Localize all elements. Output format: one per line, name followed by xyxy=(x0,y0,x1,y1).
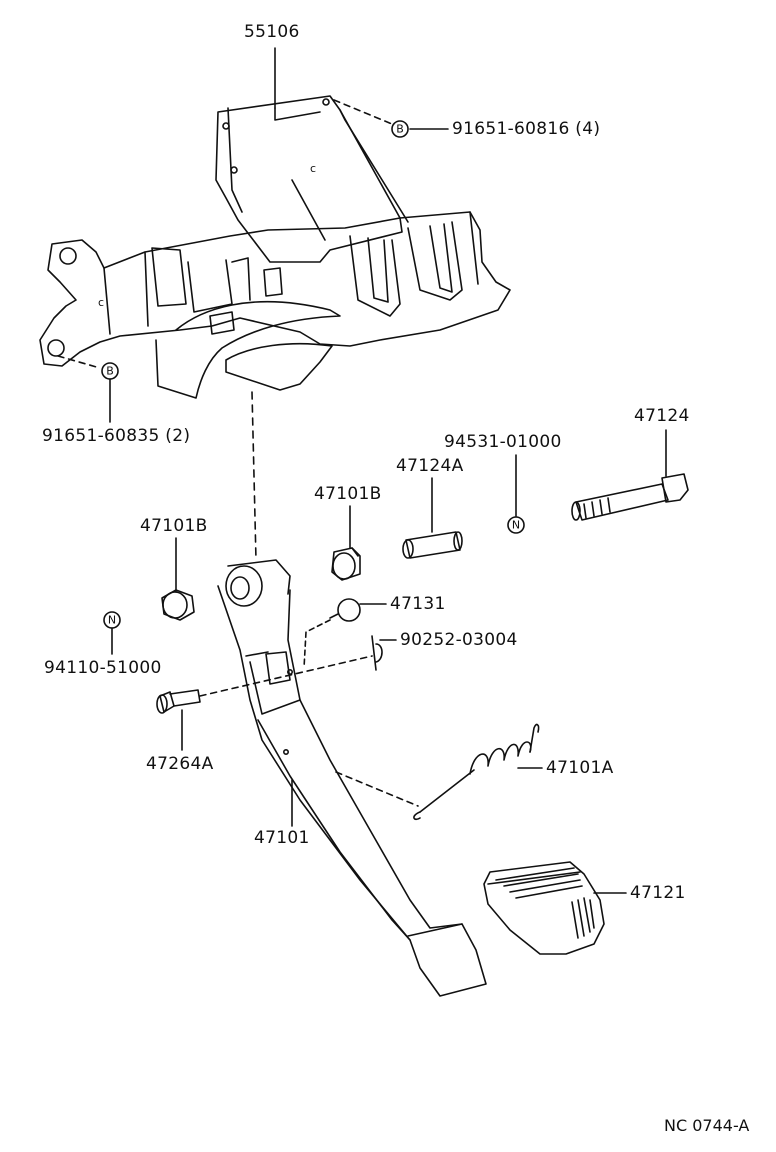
label-bolt-lower: 91651-60835 (2) xyxy=(42,426,191,446)
svg-text:c: c xyxy=(310,162,316,175)
svg-text:c: c xyxy=(98,296,104,309)
pin xyxy=(156,689,201,714)
bushing-right xyxy=(331,547,361,581)
shaft-bolt xyxy=(571,473,689,521)
label-bolt-upper: 91651-60816 (4) xyxy=(452,119,601,139)
label-spring: 47101A xyxy=(546,758,614,778)
leader-bolt-lower xyxy=(57,355,101,369)
label-pin: 47264A xyxy=(146,754,214,774)
label-bracket: 55106 xyxy=(244,22,300,42)
collar xyxy=(402,531,463,559)
pedal-arm xyxy=(217,559,487,997)
label-nut-left: 94110-51000 xyxy=(44,658,162,678)
leader-spring-hook xyxy=(335,771,419,807)
bolt-upper-mark: B xyxy=(396,123,404,136)
nut-right-mark: N xyxy=(512,519,520,532)
label-bushing-right: 47101B xyxy=(314,484,382,504)
stopper xyxy=(329,598,361,622)
label-clip: 90252-03004 xyxy=(400,630,518,650)
clip xyxy=(371,635,383,671)
pivot-centerline xyxy=(251,391,257,561)
leader-bolt-upper xyxy=(333,99,393,125)
label-pedal-arm: 47101 xyxy=(254,828,310,848)
stopper-dash xyxy=(303,619,331,669)
label-nut-right: 94531-01000 xyxy=(444,432,562,452)
label-collar: 47124A xyxy=(396,456,464,476)
pin-dash xyxy=(199,655,373,697)
return-spring xyxy=(413,723,540,821)
label-shaft-bolt: 47124 xyxy=(634,406,690,426)
pedal-pad xyxy=(483,861,605,955)
nut-left-mark: N xyxy=(108,614,116,627)
pedal-bracket: c c xyxy=(39,95,511,399)
label-stopper: 47131 xyxy=(390,594,446,614)
label-pedal-pad: 47121 xyxy=(630,883,686,903)
nut-right-symbol xyxy=(507,516,525,534)
bolt-upper-symbol xyxy=(391,120,409,138)
label-bushing-left: 47101B xyxy=(140,516,208,536)
drawing-code: NC 0744-A xyxy=(664,1116,750,1135)
bolt-lower-mark: B xyxy=(106,365,114,378)
bushing-left xyxy=(161,589,195,621)
